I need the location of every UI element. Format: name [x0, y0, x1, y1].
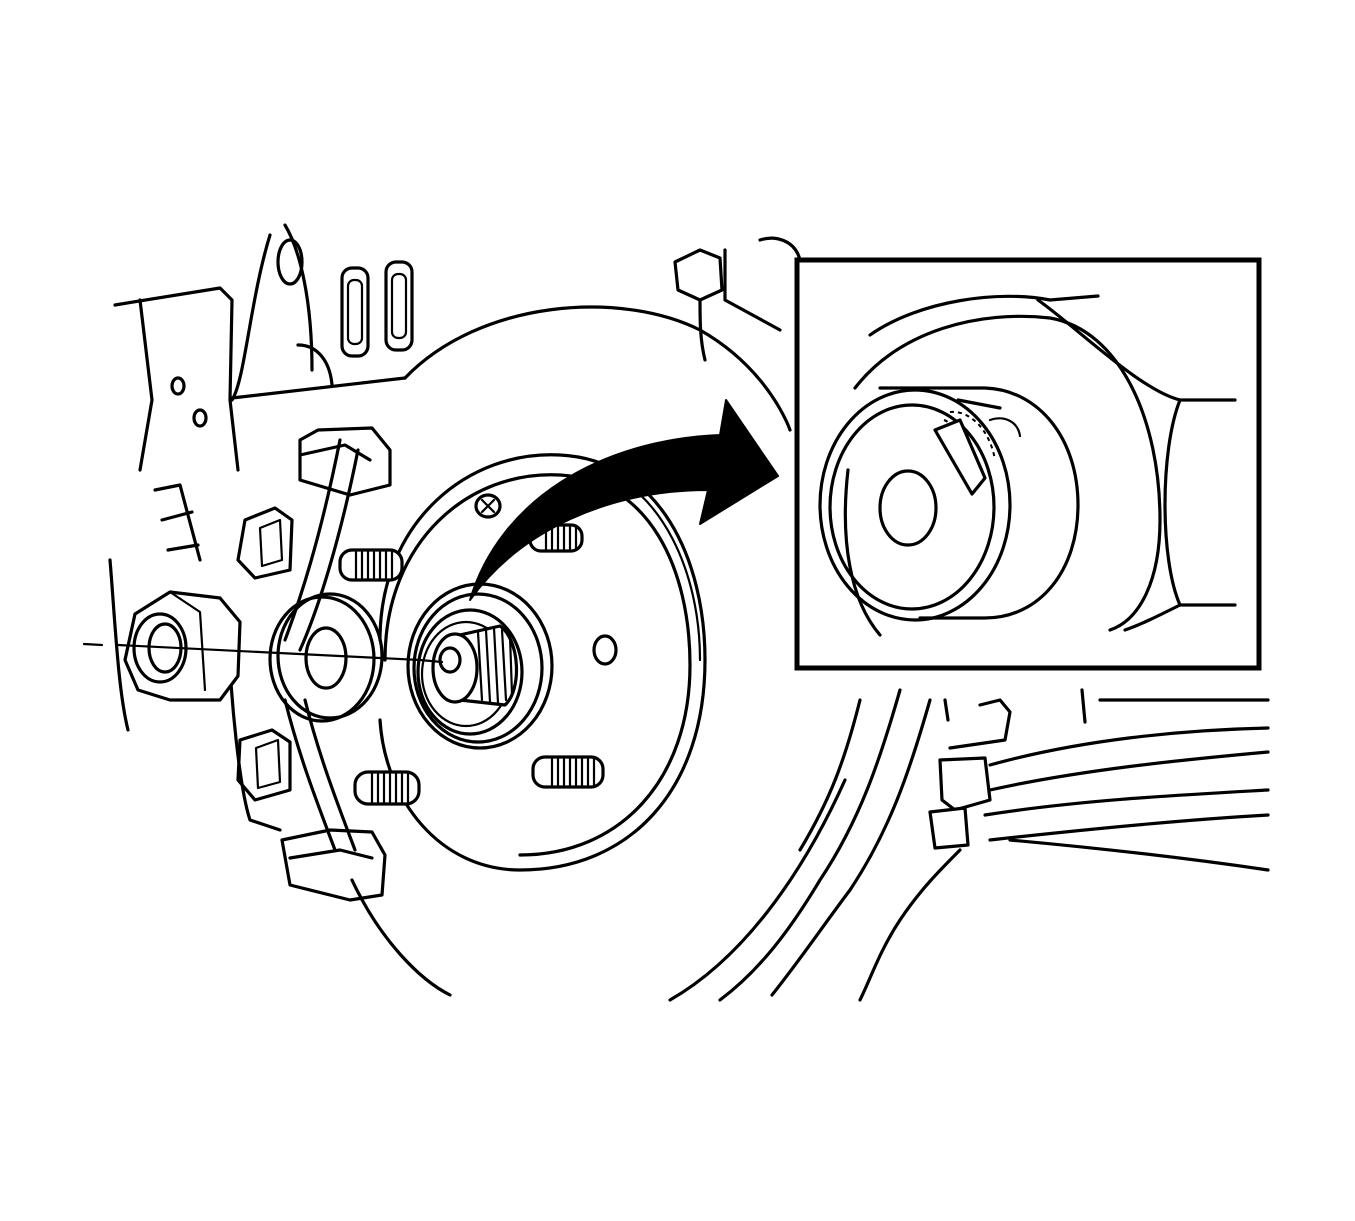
inset-knuckle: [843, 294, 1237, 637]
strut-mount: [673, 236, 802, 362]
staked-notch: [933, 417, 1022, 496]
washer: [268, 592, 384, 723]
alignment-line: [82, 642, 444, 664]
callout-arrow: [469, 399, 779, 601]
drive-axle-shaft: [431, 624, 518, 707]
wheel-stud: [353, 770, 421, 806]
detail-inset: [794, 257, 1262, 671]
wheel-stud: [531, 755, 605, 789]
steering-knuckle: [108, 223, 414, 732]
brake-caliper-bracket: [226, 426, 392, 902]
axle-nut: [123, 590, 242, 702]
wheel-stud: [338, 548, 404, 582]
control-arm: [718, 688, 1270, 1002]
